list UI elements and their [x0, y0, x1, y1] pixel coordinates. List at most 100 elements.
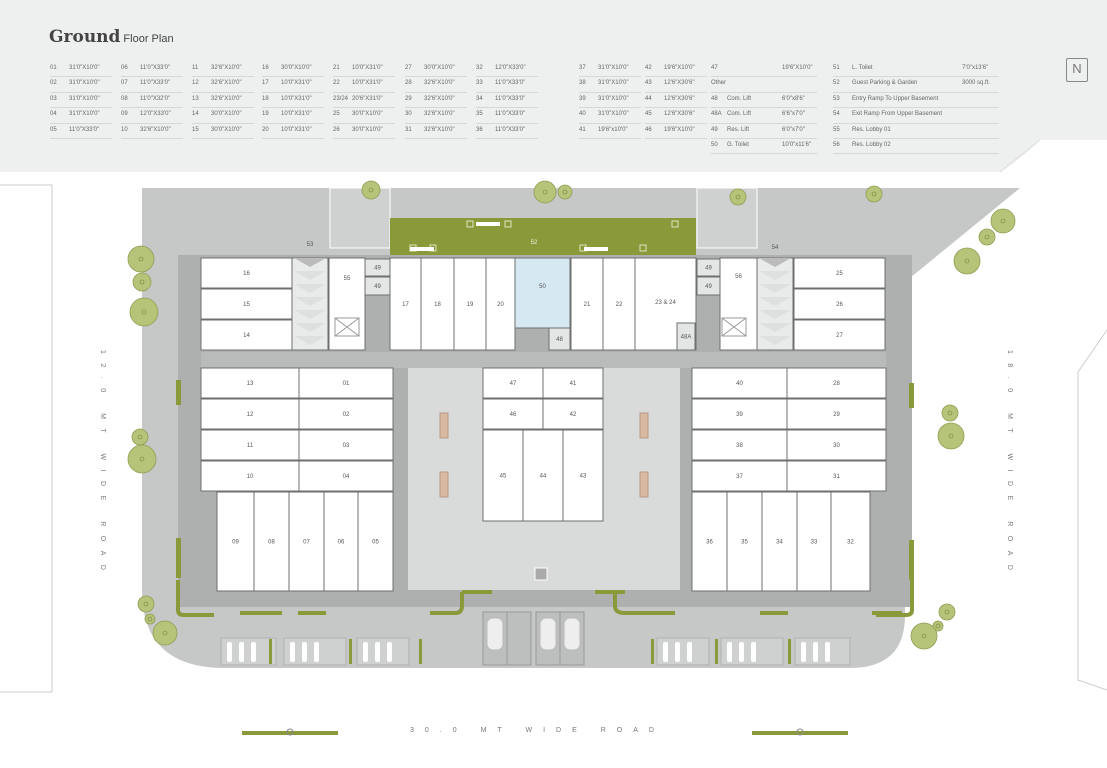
unit-label: 28 — [833, 381, 840, 387]
unit-29 — [786, 398, 887, 430]
unit-size: 11'0"X33'0" — [140, 80, 171, 87]
unit-size: 11'0"X33'0" — [140, 65, 171, 71]
tree-icon — [865, 185, 883, 203]
unit-13 — [200, 367, 300, 399]
tree-trunk-icon — [944, 609, 950, 615]
unit-number: 12 — [192, 80, 199, 87]
unit-number: 32 — [476, 65, 483, 71]
planter-strip — [419, 639, 422, 664]
scooter-icon — [739, 642, 744, 662]
tree-trunk-icon — [137, 434, 143, 440]
unit-label: 46 — [510, 412, 517, 418]
unit-32 — [830, 491, 871, 592]
unit-size: 11'0"X32'0" — [140, 95, 171, 102]
unit-number: 10 — [121, 126, 128, 133]
unit-30 — [786, 429, 887, 461]
item-name: Res. Lobby 02 — [852, 141, 891, 148]
tree-icon — [937, 422, 965, 450]
unit-label: 17 — [402, 302, 409, 308]
unit-label: 34 — [776, 540, 783, 546]
tree-trunk-icon — [935, 623, 941, 629]
garden-bench — [476, 222, 500, 226]
item-name: Entry Ramp To Upper Basement — [852, 95, 939, 102]
unit-size: 10'0"X31'0" — [352, 65, 383, 71]
unit-18 — [420, 257, 455, 351]
unit-size: 32'6"X10'0" — [211, 95, 242, 102]
unit-number: 27 — [405, 65, 412, 71]
unit-size: 19'6"X10'0" — [664, 126, 695, 133]
ramp-chevron-icon — [759, 284, 791, 293]
item-number: 49 — [711, 126, 718, 133]
unit-size: 10'0"X31'0" — [352, 80, 383, 87]
unit-number: 06 — [121, 65, 128, 71]
unit-size: 31'0"X10'0" — [69, 65, 100, 71]
item-size: 7'0"x13'6" — [962, 65, 989, 71]
unit-number: 22 — [333, 80, 340, 87]
landscape-strip — [462, 590, 492, 594]
item-size: 19'6"X10'0" — [782, 65, 813, 71]
unit-15 — [200, 288, 293, 320]
unit-number: 42 — [645, 65, 652, 71]
scooter-icon — [813, 642, 818, 662]
tree-trunk-icon — [138, 256, 144, 262]
unit-11 — [200, 429, 300, 461]
item-number: 52 — [833, 80, 840, 87]
item-number: Other — [711, 80, 727, 87]
unit-label: 49 — [374, 284, 381, 290]
unit-number: 38 — [579, 80, 586, 87]
garden-planter — [466, 220, 474, 228]
item-size: 6'6"x7'0" — [782, 111, 805, 118]
car-parking-bay — [506, 611, 532, 666]
unit-label: 41 — [570, 381, 577, 387]
road-label-left: 12.0 MT WIDE ROAD — [99, 350, 106, 580]
unit-number: 46 — [645, 126, 652, 133]
unit-size: 30'0"X10'0" — [352, 111, 383, 118]
plaza-bench — [439, 412, 449, 439]
unit-17 — [389, 257, 422, 351]
unit-size: 30'0"X10'0" — [424, 65, 455, 71]
unit-size: 20'6"X31'0" — [352, 95, 383, 102]
unit-label: 07 — [303, 540, 310, 546]
tree-icon — [533, 180, 557, 204]
plaza-feature — [534, 567, 548, 581]
unit-26 — [793, 288, 886, 320]
scooter-icon — [227, 642, 232, 662]
unit-label: 02 — [343, 412, 350, 418]
unit-label: 03 — [343, 443, 350, 449]
ramp-chevron-icon — [294, 284, 326, 293]
unit-number: 39 — [579, 95, 586, 102]
tree-icon — [361, 180, 381, 200]
tree-icon — [978, 228, 996, 246]
unit-label: 53 — [307, 242, 314, 248]
unit-label: 14 — [243, 333, 250, 339]
tree-trunk-icon — [964, 258, 970, 264]
unit-04 — [298, 460, 394, 492]
unit-48A — [676, 322, 696, 351]
unit-size: 10'0"X31'0" — [281, 126, 312, 133]
landscape-strip — [240, 611, 282, 615]
unit-label: 06 — [338, 540, 345, 546]
unit-size: 31'0"X10'0" — [69, 111, 100, 118]
unit-number: 20 — [262, 126, 269, 133]
unit-label: 40 — [736, 381, 743, 387]
unit-08 — [253, 491, 290, 592]
garden-bench — [584, 247, 608, 251]
unit-number: 23/24 — [333, 95, 349, 102]
unit-size: 32'6"X10'0" — [424, 111, 455, 118]
